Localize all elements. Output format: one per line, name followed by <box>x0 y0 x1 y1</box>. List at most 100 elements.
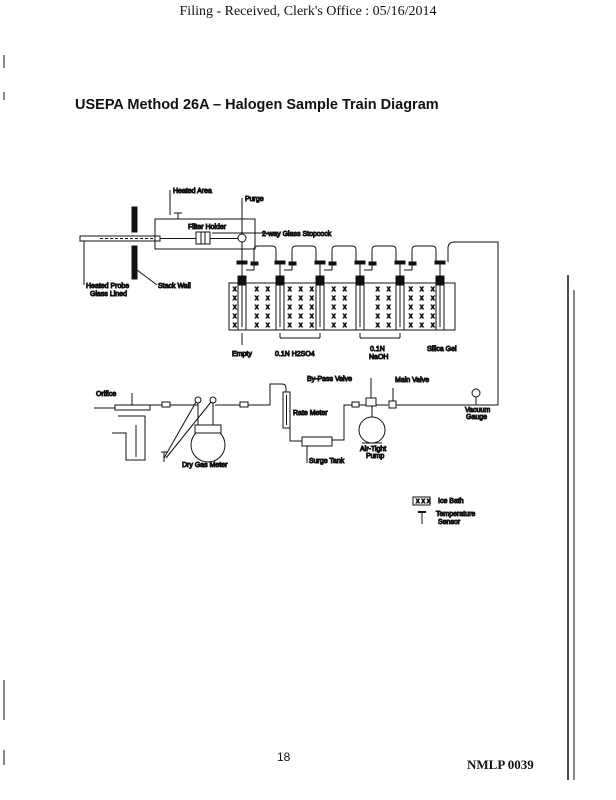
svg-text:x: x <box>343 286 347 293</box>
label-orifice: Orifice <box>96 391 116 398</box>
heated-area-box <box>154 218 256 250</box>
svg-text:x: x <box>266 304 270 311</box>
svg-text:x: x <box>376 295 380 302</box>
ice-bath-legend-swatch <box>412 496 431 506</box>
svg-text:x: x <box>376 322 380 329</box>
svg-text:x: x <box>387 322 391 329</box>
svg-text:x: x <box>431 313 435 320</box>
svg-text:x: x <box>299 313 303 320</box>
label-purge: Purge <box>245 196 264 203</box>
svg-text:x: x <box>233 313 237 320</box>
bates-number: NMLP 0039 <box>467 757 534 772</box>
air-tight-pump <box>358 416 386 444</box>
svg-text:x: x <box>310 286 314 293</box>
label-main-valve: Main Valve <box>395 377 429 384</box>
label-pump-2: Pump <box>366 453 384 460</box>
svg-text:x: x <box>420 322 424 329</box>
impinger <box>314 245 357 331</box>
svg-text:x: x <box>255 286 259 293</box>
stack-wall <box>131 206 138 233</box>
impinger <box>434 260 446 331</box>
svg-text:x: x <box>431 304 435 311</box>
label-probe-2: Glass Lined <box>90 291 127 298</box>
svg-text:x: x <box>420 313 424 320</box>
svg-text:x: x <box>409 304 413 311</box>
label-stack-wall: Stack Wall <box>158 283 191 290</box>
svg-text:x: x <box>310 322 314 329</box>
svg-text:x: x <box>409 295 413 302</box>
svg-text:x: x <box>431 286 435 293</box>
legend-temp-2: Sensor <box>438 519 461 526</box>
impinger <box>394 245 437 331</box>
svg-text:x: x <box>332 286 336 293</box>
svg-text:x: x <box>310 313 314 320</box>
svg-text:x: x <box>343 313 347 320</box>
svg-text:x: x <box>387 295 391 302</box>
svg-text:x: x <box>431 295 435 302</box>
svg-text:x: x <box>288 322 292 329</box>
main-valve <box>388 400 397 409</box>
svg-text:x: x <box>233 295 237 302</box>
label-vacuum-2: Gauge <box>466 414 487 421</box>
orifice <box>114 404 151 411</box>
legend-temp-1: Temperature <box>436 511 475 518</box>
svg-text:x: x <box>266 313 270 320</box>
svg-text:x: x <box>299 304 303 311</box>
bypass-valve <box>365 397 377 407</box>
label-empty: Empty <box>232 351 252 358</box>
label-probe-1: Heated Probe <box>86 283 129 290</box>
svg-text:x: x <box>332 322 336 329</box>
svg-text:x: x <box>387 304 391 311</box>
svg-text:x: x <box>288 295 292 302</box>
svg-text:x: x <box>299 295 303 302</box>
svg-text:x: x <box>387 286 391 293</box>
impinger <box>236 245 277 331</box>
label-dry-gas-meter: Dry Gas Meter <box>182 462 228 469</box>
svg-text:x: x <box>409 313 413 320</box>
label-surge-tank: Surge Tank <box>309 458 345 465</box>
label-pump-1: Air-Tight <box>360 446 386 453</box>
page-number: 18 <box>277 750 291 764</box>
vacuum-gauge <box>471 388 481 398</box>
svg-text:x: x <box>409 322 413 329</box>
svg-text:x: x <box>233 304 237 311</box>
svg-text:x: x <box>409 286 413 293</box>
impinger <box>274 245 317 331</box>
svg-text:x: x <box>332 304 336 311</box>
svg-text:x: x <box>376 304 380 311</box>
ice-bath <box>228 282 456 331</box>
surge-tank <box>301 436 333 447</box>
label-bypass-valve: By-Pass Valve <box>307 376 352 383</box>
svg-text:x: x <box>233 286 237 293</box>
page-title: USEPA Method 26A – Halogen Sample Train … <box>75 97 439 113</box>
label-vacuum-1: Vacuum <box>465 407 490 414</box>
svg-text:x: x <box>288 304 292 311</box>
label-filter-holder: Filter Holder <box>188 224 227 231</box>
svg-text:x x x: x x x <box>416 498 431 505</box>
label-h2so4: 0.1N H2SO4 <box>275 351 315 358</box>
label-naoh-2: NaOH <box>369 354 388 361</box>
svg-text:x: x <box>299 322 303 329</box>
svg-text:x: x <box>255 313 259 320</box>
svg-text:x: x <box>310 295 314 302</box>
svg-text:x: x <box>310 304 314 311</box>
svg-text:x: x <box>332 295 336 302</box>
svg-text:x: x <box>266 322 270 329</box>
svg-text:x: x <box>233 322 237 329</box>
label-stopcock: 2-way Glass Stopcock <box>262 231 332 238</box>
svg-text:x: x <box>288 313 292 320</box>
svg-text:x: x <box>420 295 424 302</box>
svg-text:x: x <box>343 295 347 302</box>
svg-text:x: x <box>288 286 292 293</box>
svg-text:x: x <box>376 313 380 320</box>
svg-text:x: x <box>255 295 259 302</box>
stopcock <box>237 233 247 243</box>
svg-text:x: x <box>376 286 380 293</box>
legend-ice-bath: Ice Bath <box>438 498 464 505</box>
filter-holder <box>195 231 211 245</box>
label-rate-meter: Rate Meter <box>293 410 328 417</box>
label-heated-area: Heated Area <box>173 188 212 195</box>
svg-text:x: x <box>255 322 259 329</box>
